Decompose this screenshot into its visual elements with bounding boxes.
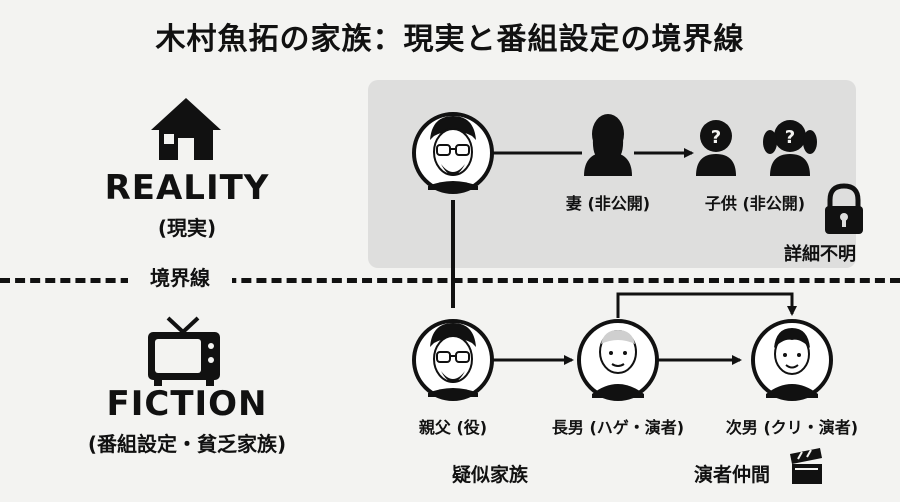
eldest-son-avatar [577, 319, 659, 401]
clapperboard-icon [790, 448, 822, 484]
fiction-section-label: FICTION (番組設定・貧乏家族) [42, 384, 332, 457]
wife-label: 妻 (非公開) [565, 194, 651, 213]
fiction-heading: FICTION [106, 384, 268, 424]
boundary-label: 境界線 [128, 262, 232, 294]
svg-text:?: ? [711, 127, 721, 148]
tv-icon [148, 316, 220, 386]
reality-heading: REALITY [104, 168, 270, 208]
actors-link-arrow [616, 292, 797, 318]
house-icon [151, 98, 221, 160]
wife-silhouette-icon [584, 114, 632, 176]
child-silhouette-icon: ? [696, 120, 736, 176]
second-son-label: 次男 (クリ・演者) [725, 418, 859, 437]
father-avatar [412, 319, 494, 401]
eldest-son-label: 長男 (ハゲ・演者) [551, 418, 685, 437]
kimura-avatar [412, 112, 494, 194]
lock-icon [825, 183, 863, 234]
fellow-actors-label: 演者仲間 [694, 464, 771, 486]
second-son-avatar [751, 319, 833, 401]
father-role-label: 親父 (役) [418, 418, 488, 437]
details-unknown-label: 詳細不明 [784, 244, 856, 265]
fiction-subheading: (番組設定・貧乏家族) [87, 432, 287, 456]
children-label: 子供 (非公開) [704, 194, 806, 213]
reality-section-label: REALITY (現実) [92, 168, 282, 241]
pseudo-family-label: 疑似家族 [452, 464, 529, 486]
page-title: 木村魚拓の家族：現実と番組設定の境界線 [155, 22, 745, 57]
svg-text:?: ? [785, 127, 795, 148]
boundary-divider [0, 278, 900, 283]
reality-subheading: (現実) [157, 216, 217, 240]
child-silhouette-icon: ? [763, 120, 817, 176]
